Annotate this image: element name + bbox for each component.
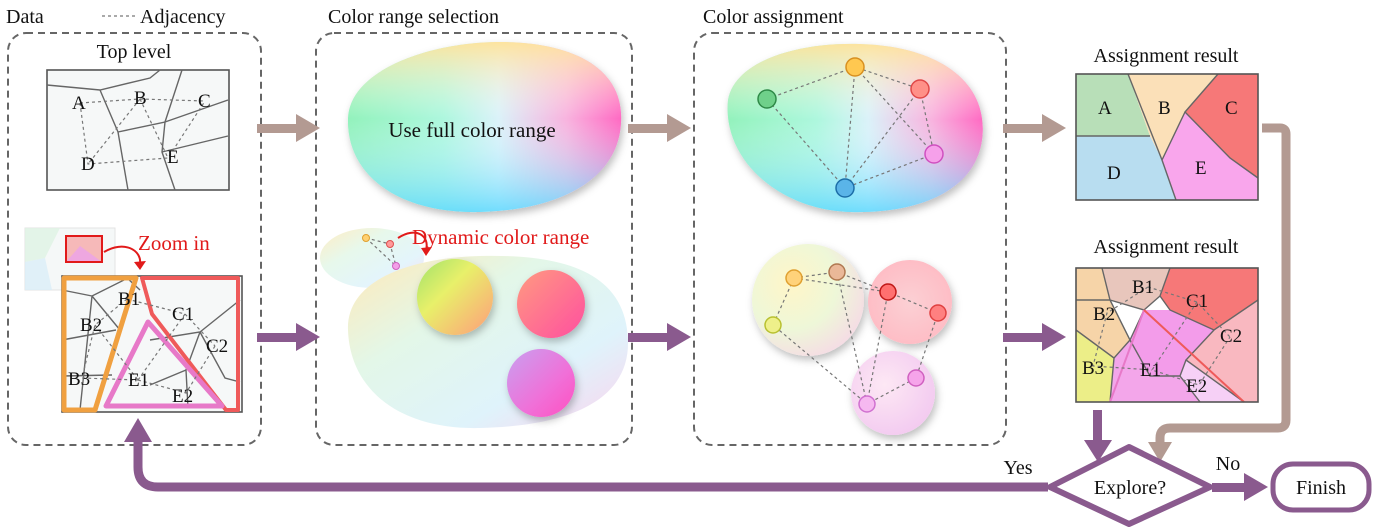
result-bottom-label-e2: E2	[1186, 376, 1207, 397]
assignment-graph-top	[757, 57, 944, 198]
region-label-b2: B2	[80, 315, 102, 336]
result-bottom-label-b2: B2	[1093, 304, 1115, 325]
zoomed-map: B1 B2 B3 C1 C2 E1 E2	[61, 275, 243, 413]
dynamic-arrow	[397, 231, 428, 251]
explore-label: Explore?	[1094, 477, 1166, 499]
dynamic-circle-pink	[507, 349, 575, 417]
region-label-c2: C2	[206, 336, 228, 357]
region-label-b3: B3	[68, 369, 90, 390]
result-top-label-e: E	[1195, 158, 1207, 179]
zoom-thumbnail	[24, 227, 116, 291]
result-bottom-title: Assignment result	[1094, 236, 1239, 258]
finish-node	[1270, 461, 1372, 513]
color-range-section-box	[315, 32, 633, 446]
result-top-label-d: D	[1107, 163, 1121, 184]
explore-decision	[1047, 444, 1213, 527]
bottom-result-to-explore-path	[1093, 410, 1102, 444]
region-label-c1: C1	[172, 304, 194, 325]
bottom-result-to-explore-head	[1084, 440, 1112, 462]
arrow-top-3	[1003, 114, 1066, 142]
legend-data-label: Data	[6, 6, 44, 28]
no-arrow-head	[1244, 473, 1268, 501]
dynamic-circle-red	[517, 270, 585, 338]
yes-loop-head	[124, 418, 152, 442]
result-top-title: Assignment result	[1094, 45, 1239, 67]
result-bottom-label-c1: C1	[1186, 291, 1208, 312]
yes-label: Yes	[1003, 457, 1032, 479]
result-top-map: A B C D E	[1075, 73, 1259, 201]
result-top-label-a: A	[1098, 98, 1112, 119]
no-label: No	[1216, 453, 1240, 475]
region-label-d: D	[81, 154, 95, 175]
region-label-e1: E1	[128, 370, 149, 391]
top-result-to-explore-path	[1155, 123, 1291, 446]
result-bottom-map: B1 B2 B3 C1 C2 E1 E2	[1075, 267, 1259, 403]
region-label-a: A	[72, 93, 86, 114]
result-bottom-label-e1: E1	[1140, 360, 1161, 381]
region-label-b1: B1	[118, 289, 140, 310]
result-bottom-label-b1: B1	[1132, 277, 1154, 298]
no-arrow-path	[1212, 483, 1246, 492]
arrow-bottom-2	[628, 323, 691, 351]
color-assignment-title: Color assignment	[703, 6, 844, 28]
result-top-label-b: B	[1158, 98, 1171, 119]
finish-label: Finish	[1296, 477, 1346, 499]
top-result-to-explore-head	[1148, 442, 1172, 462]
color-assignment-section-box	[693, 32, 1007, 446]
dynamic-arrow-head	[421, 247, 432, 256]
legend-adjacency-label: Adjacency	[140, 6, 226, 28]
top-level-map: A B C D E	[46, 69, 230, 191]
arrow-top-1	[257, 114, 320, 142]
full-range-label: Use full color range	[388, 118, 555, 142]
zoom-in-label: Zoom in	[138, 231, 210, 255]
region-label-c: C	[198, 91, 211, 112]
region-label-e: E	[167, 147, 179, 168]
zoom-arrow-head	[134, 261, 146, 270]
assignment-circles-bottom	[752, 244, 952, 435]
arrow-top-2	[628, 114, 691, 142]
full-color-range-blob	[347, 42, 622, 213]
zoom-arrow	[103, 245, 142, 265]
region-label-e2: E2	[172, 386, 193, 407]
dynamic-circle-green	[417, 259, 493, 335]
result-top-label-c: C	[1225, 98, 1238, 119]
result-bottom-label-b3: B3	[1082, 358, 1104, 379]
top-level-title: Top level	[97, 41, 172, 63]
color-range-title: Color range selection	[328, 6, 499, 28]
region-label-b: B	[134, 88, 147, 109]
yes-loop-path	[133, 440, 1048, 492]
arrow-bottom-1	[257, 323, 320, 351]
result-bottom-label-c2: C2	[1220, 326, 1242, 347]
dynamic-range-label: Dynamic color range	[412, 225, 589, 249]
arrow-bottom-3	[1003, 323, 1066, 351]
